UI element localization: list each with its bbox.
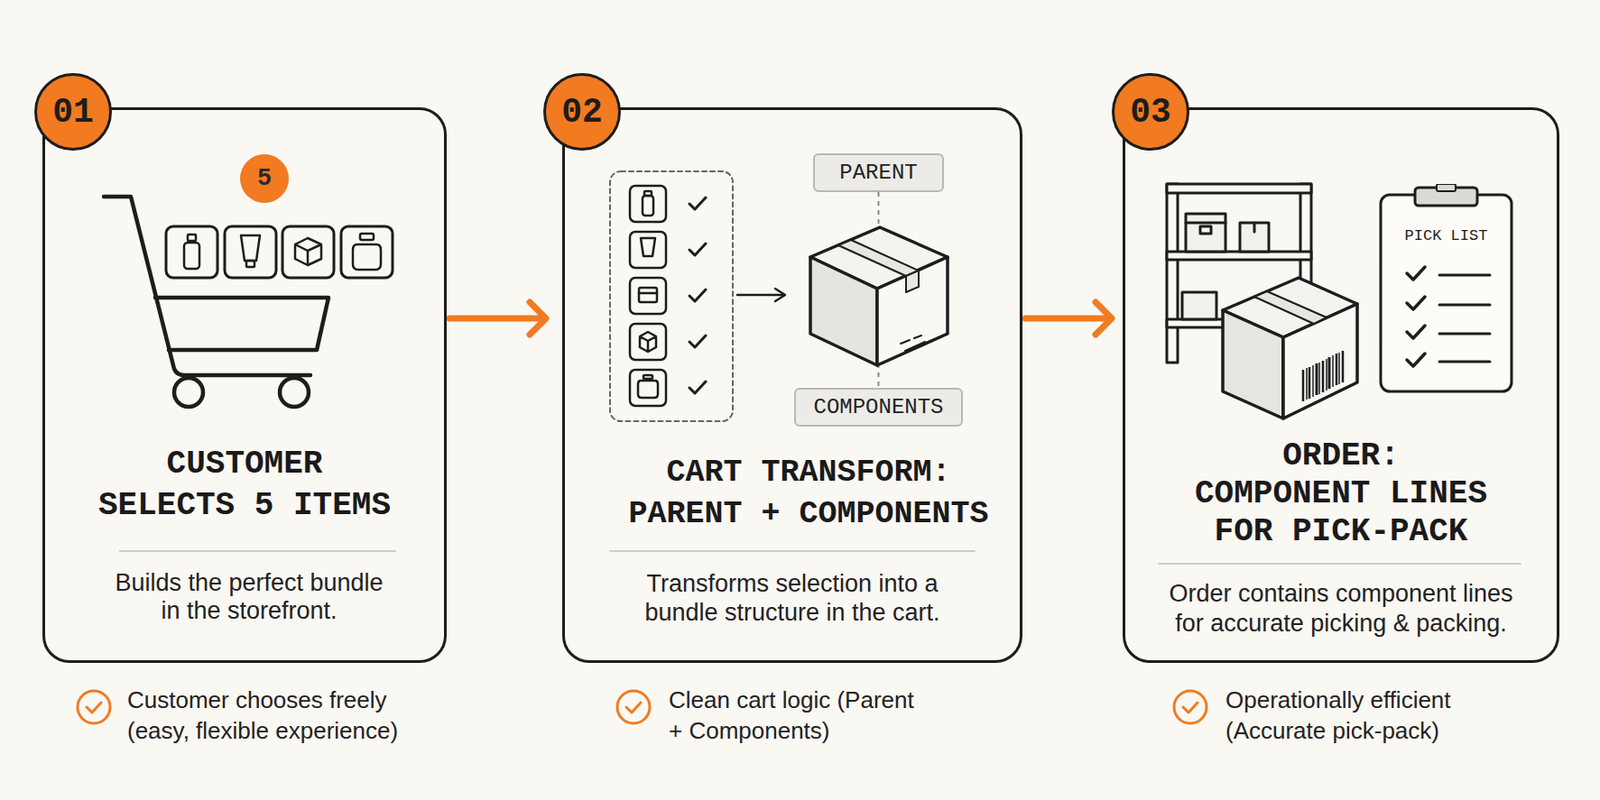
arrow-head	[529, 302, 546, 335]
step-number-text: 01	[52, 92, 94, 132]
step-title: CUSTOMER SELECTS 5 ITEMS	[93, 443, 397, 528]
flow-arrow	[1025, 302, 1112, 335]
benefit-note: Operationally efficient (Accurate pick-p…	[1225, 684, 1497, 747]
step-number-text: 02	[561, 92, 603, 132]
clipboard-nub	[1436, 184, 1456, 192]
cart-illustration	[103, 196, 396, 552]
pick-list-title: PICK LIST	[1378, 225, 1514, 248]
flow-arrow	[449, 302, 546, 335]
step-title: ORDER: COMPONENT LINES FOR PICK-PACK	[1190, 437, 1493, 552]
warehouse-illustration	[1158, 184, 1521, 565]
count-badge: 5	[240, 154, 289, 204]
step-description: Transforms selection into a bundle struc…	[634, 569, 951, 628]
bundle-illustration	[610, 171, 975, 552]
benefit-note: Customer chooses freely (easy, flexible …	[127, 684, 417, 747]
parent-tag: PARENT	[813, 153, 944, 193]
step-description: Builds the perfect bundle in the storefr…	[109, 569, 389, 626]
step-number: 03	[1111, 73, 1190, 151]
parent-tag-text: PARENT	[839, 160, 917, 185]
step-number: 01	[34, 73, 112, 151]
components-tag: COMPONENTS	[794, 388, 963, 427]
benefit-note: Clean cart logic (Parent + Components)	[668, 684, 922, 747]
step-number-text: 03	[1129, 92, 1172, 132]
step-panel: CUSTOMER SELECTS 5 ITEMS Builds the perfe…	[42, 107, 447, 664]
clipboard-board	[1380, 194, 1512, 392]
step-number: 02	[543, 73, 621, 151]
step-panel: CART TRANSFORM: PARENT + COMPONENTS Trans…	[562, 107, 1023, 664]
step-description: Order contains component lines for accur…	[1160, 579, 1522, 639]
leader-connector	[878, 192, 879, 389]
connector-line	[449, 315, 544, 323]
connector-line	[1025, 315, 1110, 323]
components-tag-text: COMPONENTS	[813, 395, 944, 420]
pick-list-clipboard: PICK LIST	[1378, 184, 1514, 394]
step-title: CART TRANSFORM: PARENT + COMPONENTS	[619, 452, 999, 536]
arrow-head	[1095, 302, 1112, 335]
clipboard-outline	[1378, 184, 1514, 394]
count-badge-text: 5	[257, 165, 272, 193]
connector-line	[878, 192, 880, 389]
step-panel: ORDER: COMPONENT LINES FOR PICK-PACK Orde…	[1122, 107, 1560, 664]
